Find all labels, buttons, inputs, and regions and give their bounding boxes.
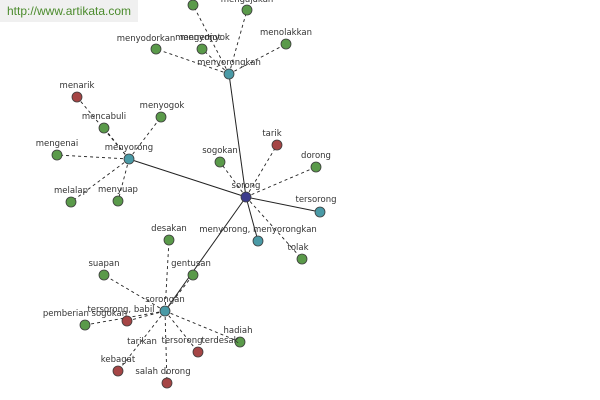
node-sogokan[interactable] — [214, 156, 226, 168]
node-label-menolakkan[interactable]: menolakkan — [260, 28, 312, 38]
edge-sorong-tarik — [245, 144, 278, 198]
node-label-dorong[interactable]: dorong — [301, 151, 331, 161]
node-label-sorong[interactable]: sorong — [232, 181, 261, 191]
edge-menyorong-menyogok — [128, 116, 162, 160]
node-gentusan[interactable] — [187, 269, 199, 281]
edge-sorong-menyorong — [128, 158, 247, 198]
node-tersorong_babil[interactable] — [121, 315, 133, 327]
node-pemberian_sogokan[interactable] — [79, 319, 91, 331]
node-label-tolak[interactable]: tolak — [287, 243, 308, 253]
node-menyodorkan[interactable] — [150, 43, 162, 55]
edge-menyorong-melalap — [70, 158, 130, 203]
edge-menyorongkan-menyonyok — [201, 48, 230, 75]
labels-layer: sorongmenyorongkanmenyorongsoronganterso… — [36, 0, 337, 377]
edge-sorongan-hadiah — [164, 310, 241, 343]
node-label-menyonyok[interactable]: menyonyok — [180, 33, 230, 43]
edge-sorongan-tersorong_babil — [126, 310, 166, 322]
node-label-salah_dorong[interactable]: salah dorong — [135, 367, 190, 377]
node-melalap[interactable] — [65, 196, 77, 208]
node-terdesak[interactable] — [192, 346, 204, 358]
node-label-tersorong2[interactable]: tersorong — [162, 336, 203, 346]
node-label-tersorong_babil[interactable]: tersorong, babil — [87, 305, 154, 315]
nodes-layer — [51, 0, 326, 389]
edge-sorong-tersorong — [245, 196, 321, 213]
node-label-menyorong_menyorongkan[interactable]: menyorong, menyorongkan — [199, 225, 317, 235]
node-dorong[interactable] — [310, 161, 322, 173]
node-label-kebagat[interactable]: kebagat — [101, 355, 136, 365]
node-label-mengenai[interactable]: mengenai — [36, 139, 78, 149]
edge-sorongan-pemberian_sogokan — [84, 310, 166, 326]
node-menarik[interactable] — [71, 91, 83, 103]
node-label-mencabuli[interactable]: mencabuli — [82, 112, 126, 122]
node-hadiah[interactable] — [234, 336, 246, 348]
node-menolakkan[interactable] — [280, 38, 292, 50]
edge-menyorong-mencabuli — [103, 127, 130, 160]
node-label-menyorong[interactable]: menyorong — [105, 143, 153, 153]
node-label-tarikan[interactable]: tarikan — [127, 337, 157, 347]
node-menyorong[interactable] — [123, 153, 135, 165]
node-tarik[interactable] — [271, 139, 283, 151]
node-salah_dorong[interactable] — [161, 377, 173, 389]
edge-sorong-tolak — [245, 196, 303, 260]
node-label-tarik[interactable]: tarik — [262, 129, 281, 139]
node-label-mengajukan[interactable]: mengajukan — [221, 0, 274, 5]
edge-sorongan-salah_dorong — [164, 310, 168, 384]
node-menyorong_menyorongkan[interactable] — [252, 235, 264, 247]
edge-menyorongkan-menyodorkan — [155, 48, 230, 75]
node-menyogok[interactable] — [155, 111, 167, 123]
node-sorong[interactable] — [240, 191, 252, 203]
edge-sorong-dorong — [245, 166, 317, 198]
node-mengajukan[interactable] — [241, 4, 253, 16]
edge-sorong-sorongan — [164, 196, 247, 312]
node-mengenai[interactable] — [51, 149, 63, 161]
edge-sorongan-gentusan — [164, 274, 194, 312]
node-label-menyorongkan[interactable]: menyorongkan — [197, 58, 261, 68]
node-label-menyogok[interactable]: menyogok — [140, 101, 185, 111]
node-label-suapan[interactable]: suapan — [88, 259, 119, 269]
node-mencabuli[interactable] — [98, 122, 110, 134]
node-label-mengenjot[interactable]: mengenjot — [175, 33, 221, 43]
node-label-menyuap[interactable]: menyuap — [98, 185, 138, 195]
node-label-pemberian_sogokan[interactable]: pemberian sogokan — [43, 309, 127, 319]
node-label-menyodorkan[interactable]: menyodorkan — [117, 34, 176, 44]
edge-sorong-menyorongkan — [228, 73, 247, 198]
node-kebagat[interactable] — [112, 365, 124, 377]
edge-menyorongkan-mengajukan — [228, 9, 248, 75]
edge-sorongan-kebagat — [117, 310, 166, 372]
node-sorongan[interactable] — [159, 305, 171, 317]
node-mengajukan_top[interactable] — [187, 0, 199, 11]
edges-layer — [56, 4, 321, 384]
edge-menyorongkan-menolakkan — [228, 43, 287, 75]
node-label-hadiah[interactable]: hadiah — [224, 326, 253, 336]
edge-menyorong-mengenai — [56, 154, 130, 160]
node-label-tersorong[interactable]: tersorong — [296, 195, 337, 205]
edge-sorong-menyorong_menyorongkan — [245, 196, 259, 242]
node-menyonyok[interactable] — [196, 43, 208, 55]
node-menyuap[interactable] — [112, 195, 124, 207]
edge-sorongan-terdesak — [164, 310, 199, 353]
node-label-melalap[interactable]: melalap — [54, 186, 88, 196]
node-tolak[interactable] — [296, 253, 308, 265]
node-desakan[interactable] — [163, 234, 175, 246]
node-label-menarik[interactable]: menarik — [60, 81, 95, 91]
node-label-gentusan[interactable]: gentusan — [171, 259, 211, 269]
edge-menyorongkan-mengajukan_top — [192, 4, 230, 75]
site-url-banner[interactable]: http://www.artikata.com — [0, 0, 138, 22]
edge-menyorong-menyuap — [117, 158, 130, 202]
node-tersorong[interactable] — [314, 206, 326, 218]
node-suapan[interactable] — [98, 269, 110, 281]
edge-sorong-sogokan — [219, 161, 247, 198]
node-label-terdesak[interactable]: terdesak — [201, 336, 238, 346]
node-menyorongkan[interactable] — [223, 68, 235, 80]
node-label-desakan[interactable]: desakan — [151, 224, 187, 234]
node-label-sorongan[interactable]: sorongan — [145, 295, 185, 305]
node-label-sogokan[interactable]: sogokan — [202, 146, 238, 156]
